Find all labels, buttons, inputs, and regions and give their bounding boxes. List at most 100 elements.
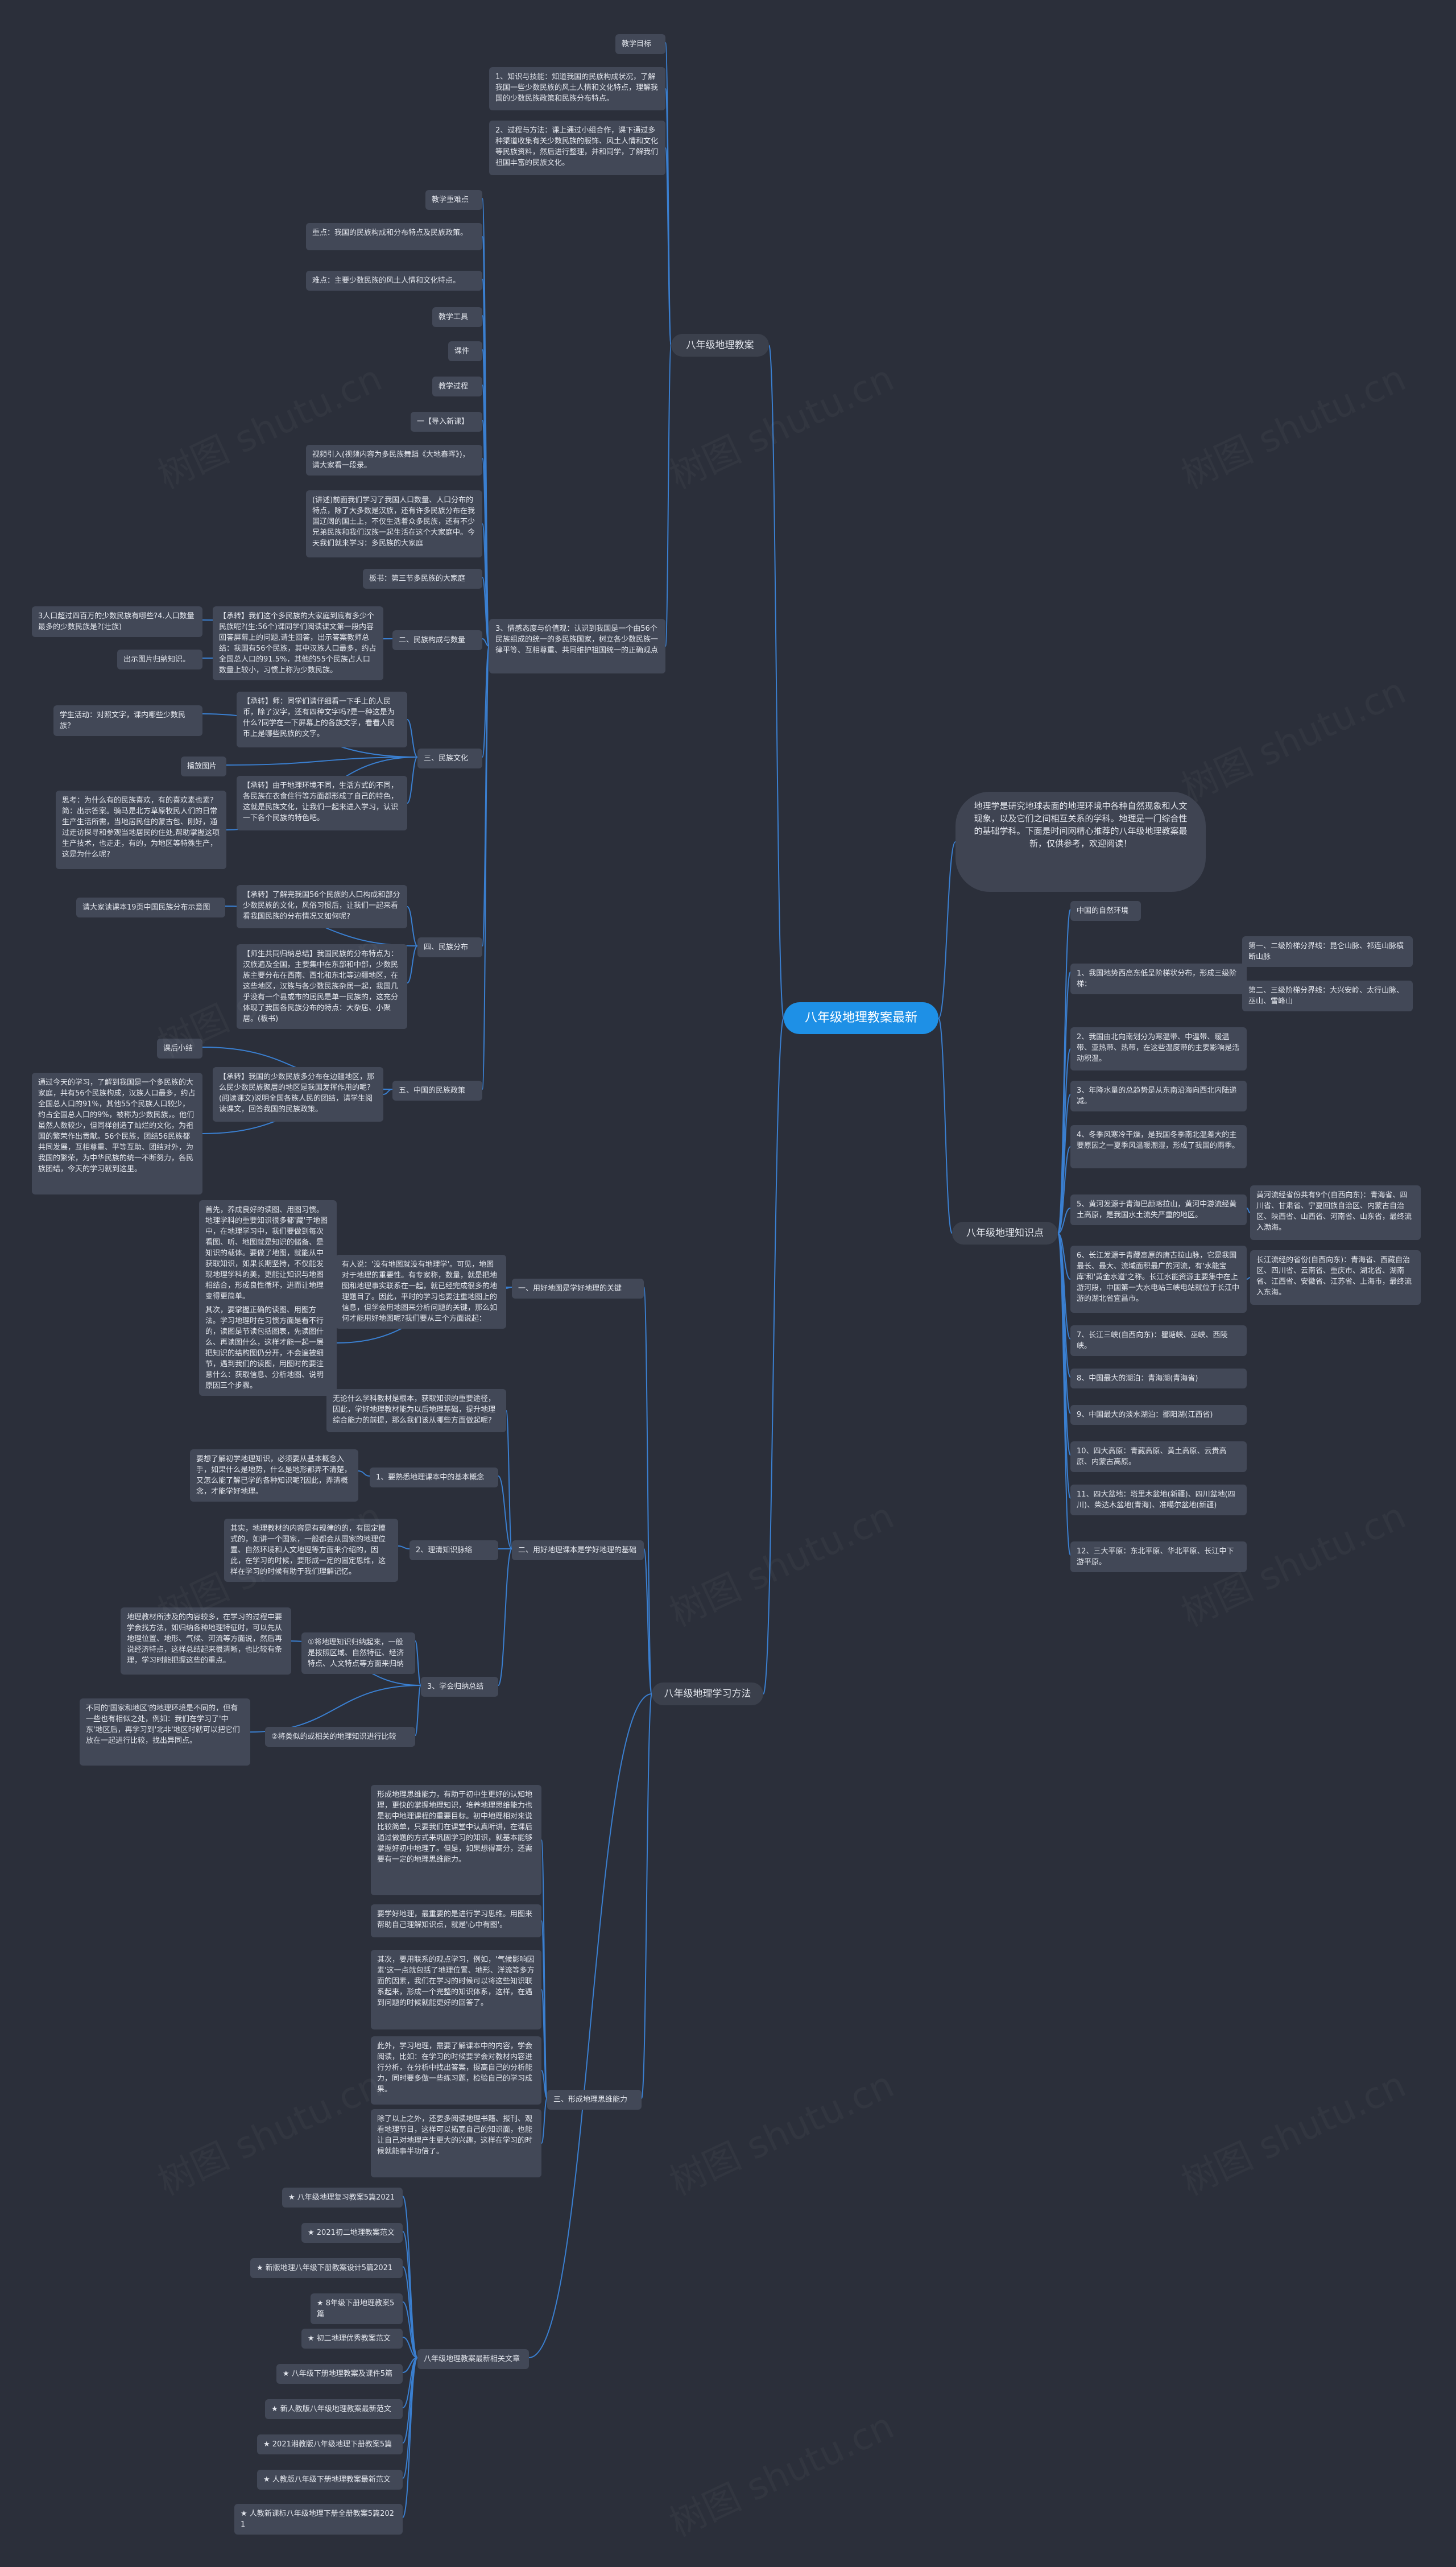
connector-line xyxy=(506,1410,512,1549)
topic-node[interactable]: ★ 新人教版八年级地理教案最新范文 xyxy=(265,2399,403,2419)
topic-node[interactable]: 无论什么学科教材是根本，获取知识的重要途径，因此，学好地理教材能为以后地理基础，… xyxy=(326,1389,506,1432)
connector-line xyxy=(402,2266,418,2358)
topic-node[interactable]: 【承转】师：同学们请仔细看一下手上的人民币，除了汉字，还有四种文字吗?是一种这是… xyxy=(237,692,407,747)
topic-node[interactable]: 2、理清知识脉络 xyxy=(410,1540,498,1560)
topic-node[interactable]: ★ 2021初二地理教案范文 xyxy=(301,2223,403,2243)
topic-node[interactable]: 2、我国由北向南划分为寒温带、中温带、暖温带、亚热带、热带，在这些温度带的主要影… xyxy=(1070,1027,1247,1070)
topic-node[interactable]: 三、形成地理思维能力 xyxy=(547,2090,642,2110)
topic-node[interactable]: 除了以上之外，还要多阅读地理书籍、报刊、观看地理节目，这样可以拓宽自己的知识面，… xyxy=(371,2109,541,2177)
topic-node[interactable]: 3、学会归纳总结 xyxy=(421,1677,498,1697)
topic-node[interactable]: 第二、三级阶梯分界线：大兴安岭、太行山脉、巫山、雪峰山 xyxy=(1242,981,1413,1011)
connector-line xyxy=(528,1693,652,2358)
topic-node[interactable]: 要想了解初学地理知识，必须要从基本概念入手，如果什么是地势，什么是地形都弄不清楚… xyxy=(190,1449,358,1502)
topic-node[interactable]: 12、三大平原：东北平原、华北平原、长江中下游平原。 xyxy=(1070,1541,1247,1572)
topic-node[interactable]: ★ 人教版八年级下册地理教案最新范文 xyxy=(257,2470,403,2490)
topic-node[interactable]: ①将地理知识归纳起来，一般是按照区域、自然特征、经济特点、人文特点等方面来归纳 xyxy=(301,1632,415,1674)
topic-node[interactable]: 请大家读课本19页中国民族分布示意图 xyxy=(76,898,225,917)
topic-node[interactable]: ★ 2021湘教版八年级地理下册教案5篇 xyxy=(257,2434,403,2454)
topic-node[interactable]: 板书：第三节多民族的大家庭 xyxy=(363,569,482,589)
topic-node[interactable]: 难点：主要少数民族的风土人情和文化特点。 xyxy=(306,271,482,291)
topic-node[interactable]: 【师生共同归纳总结】我国民族的分布特点为：汉族遍及全国，主要集中在东部和中部，少… xyxy=(237,944,407,1029)
topic-node[interactable]: 五、中国的民族政策 xyxy=(392,1081,482,1101)
topic-node[interactable]: ★ 八年级下册地理教案及课件5篇 xyxy=(276,2364,403,2384)
topic-node[interactable]: 长江流经的省份(自西向东)：青海省、西藏自治区、四川省、云南省、重庆市、湖北省、… xyxy=(1250,1250,1421,1305)
topic-node[interactable]: 形成地理思维能力，有助于初中生更好的认知地理，更快的掌握地理知识，培养地理思维能… xyxy=(371,1785,541,1895)
topic-node[interactable]: 通过今天的学习，了解到我国是一个多民族的大家庭，共有56个民族构成，汉族人口最多… xyxy=(32,1073,202,1194)
connector-line xyxy=(1246,1208,1251,1213)
topic-node[interactable]: 4、冬季风寒冷干燥，是我国冬季南北温差大的主要原因之一夏季风温暖潮湿，形成了我国… xyxy=(1070,1125,1247,1168)
topic-node[interactable]: 不同的'国家和地区'的地理环境是不同的，但有一些也有相似之处，例如：我们在学习了… xyxy=(80,1698,250,1766)
topic-node[interactable]: 3、情感态度与价值观：认识到我国是一个由56个民族组成的统一的多民族国家，树立各… xyxy=(489,619,665,673)
topic-node[interactable]: 三、民族文化 xyxy=(417,749,482,768)
root-topic[interactable]: 八年级地理教案最新 xyxy=(784,1002,938,1034)
connector-line xyxy=(938,1018,953,1234)
topic-node[interactable]: 八年级地理教案最新相关文章 xyxy=(417,2349,529,2369)
topic-node[interactable]: ★ 8年级下册地理教案5篇 xyxy=(311,2293,403,2324)
topic-node[interactable]: ②将类似的或相关的地理知识进行比较 xyxy=(265,1727,415,1747)
topic-node[interactable]: 1、我国地势西高东低呈阶梯状分布，形成三级阶梯： xyxy=(1070,964,1247,994)
topic-node[interactable]: 教学过程 xyxy=(432,377,482,396)
topic-node[interactable]: 视频引入(视频内容为多民族舞蹈《大地春晖》)，请大家看一段录。 xyxy=(306,445,482,476)
topic-node[interactable]: 黄河流经省份共有9个(自西向东)：青海省、四川省、甘肃省、宁夏回族自治区、内蒙古… xyxy=(1250,1185,1421,1240)
topic-node[interactable]: 思考：为什么有的民族喜欢，有的喜欢素也素?简：出示答案。骑马是北方草原牧民人们的… xyxy=(56,791,226,869)
topic-node[interactable]: 教学工具 xyxy=(432,307,482,327)
topic-node[interactable]: 一【导入新课】 xyxy=(411,412,482,432)
topic-node[interactable]: 课件 xyxy=(448,341,482,361)
topic-node[interactable]: 3人口超过四百万的少数民族有哪些?4.人口数量最多的少数民族是?(壮族) xyxy=(32,606,202,637)
topic-node[interactable]: 8、中国最大的湖泊：青海湖(青海省) xyxy=(1070,1369,1247,1388)
topic-node[interactable]: 第一、二级阶梯分界线：昆仑山脉、祁连山脉横断山脉 xyxy=(1242,936,1413,967)
topic-node[interactable]: 9、中国最大的淡水湖泊：鄱阳湖(江西省) xyxy=(1070,1405,1247,1425)
topic-node[interactable]: 播放图片 xyxy=(181,757,226,776)
topic-node[interactable]: 有人说：'没有地图就没有地理学'。可见，地图对于地理的重要性。有专家称，数量，就… xyxy=(336,1255,506,1329)
connector-line xyxy=(1057,1233,1071,1556)
topic-node[interactable]: 此外，学习地理，需要了解课本中的内容，学会阅读，比如：在学习的时候要学会对教材内… xyxy=(371,2036,541,2105)
topic-node[interactable]: ★ 初二地理优秀教案范文 xyxy=(301,2329,403,2349)
topic-node[interactable]: 要学好地理，最重要的是进行学习思维。用图来帮助自己理解知识点，就是'心中有图'。 xyxy=(371,1904,541,1937)
connector-line xyxy=(482,638,490,647)
topic-node[interactable]: 10、四大高原：青藏高原、黄土高原、云贵高原、内蒙古高原。 xyxy=(1070,1441,1247,1472)
topic-node[interactable]: 11、四大盆地：塔里木盆地(新疆)、四川盆地(四川)、柴达木盆地(青海)、准噶尔… xyxy=(1070,1485,1247,1515)
topic-node[interactable]: 3、年降水量的总趋势是从东南沿海向西北内陆递减。 xyxy=(1070,1081,1247,1111)
connector-line xyxy=(407,906,418,946)
topic-node[interactable]: 教学重难点 xyxy=(425,190,482,210)
topic-node[interactable]: ★ 新版地理八年级下册教案设计5篇2021 xyxy=(250,2258,403,2278)
topic-node[interactable]: 5、黄河发源于青海巴颜喀拉山，黄河中游流经黄土高原，是我国水土流失严重的地区。 xyxy=(1070,1194,1247,1225)
topic-node[interactable]: 二、民族构成与数量 xyxy=(392,630,482,650)
connector-line xyxy=(1057,1233,1071,1280)
topic-node[interactable]: 【承转】了解完我国56个民族的人口构成和部分少数民族的文化，风俗习惯后，让我们一… xyxy=(237,885,407,928)
connector-line xyxy=(402,2301,418,2358)
topic-node[interactable]: 重点：我国的民族构成和分布特点及民族政策。 xyxy=(306,223,482,250)
topic-node[interactable]: 二、用好地理课本是学好地理的基础 xyxy=(512,1540,644,1560)
topic-node[interactable]: 学生活动：对照文字，课内哪些少数民族？ xyxy=(53,705,202,736)
topic-node[interactable]: 1、知识与技能：知道我国的民族构成状况，了解我国一些少数民族的风土人情和文化特点… xyxy=(489,67,665,110)
branch-topic[interactable]: 八年级地理学习方法 xyxy=(652,1683,763,1705)
topic-node[interactable]: 四、民族分布 xyxy=(417,937,482,957)
topic-node[interactable]: 7、长江三峡(自西向东)：瞿塘峡、巫峡、西陵峡。 xyxy=(1070,1325,1247,1356)
connector-line xyxy=(383,1089,393,1095)
topic-node[interactable]: 【承转】由于地理环境不同，生活方式的不同，各民族在衣食住行等方面都形成了自己的特… xyxy=(237,776,407,830)
intro-bubble[interactable]: 地理学是研究地球表面的地理环境中各种自然现象和人文现象，以及它们之间相互关系的学… xyxy=(956,792,1206,892)
topic-node[interactable]: 教学目标 xyxy=(615,34,665,54)
topic-node[interactable]: 【承转】我国的少数民族多分布在边疆地区，那么民少数民族聚居的地区是我国发挥作用的… xyxy=(213,1067,383,1122)
connector-line xyxy=(498,1475,512,1549)
topic-node[interactable]: ★ 八年级地理复习教案5篇2021 xyxy=(282,2188,403,2208)
topic-node[interactable]: 其次，要掌握正确的读图、用图方法。学习地理时在习惯方面是看不行的，读图是节读包括… xyxy=(199,1300,337,1396)
topic-node[interactable]: 中国的自然环境 xyxy=(1070,901,1141,921)
connector-line xyxy=(407,945,418,983)
topic-node[interactable]: 其实，地理教材的内容是有规律的的，有固定模式的，如讲一个国家，一般都会从国家的地… xyxy=(224,1519,398,1582)
topic-node[interactable]: 6、长江发源于青藏高原的唐古拉山脉，它是我国最长、最大、流域面积最广的河流，有'… xyxy=(1070,1246,1247,1313)
topic-node[interactable]: 地理教材所涉及的内容较多，在学习的过程中要学会找方法，如归纳各种地理特征时，可以… xyxy=(121,1607,291,1675)
connector-line xyxy=(226,757,418,766)
topic-node[interactable]: 2、过程与方法：课上通过小组合作，课下通过多种渠道收集有关少数民族的服饰、风土人… xyxy=(489,121,665,175)
topic-node[interactable]: 1、要熟悉地理课本中的基本概念 xyxy=(370,1468,498,1487)
connector-line xyxy=(1057,1146,1071,1234)
topic-node[interactable]: ★ 人教新课标八年级地理下册全册教案5篇2021 xyxy=(234,2504,403,2535)
topic-node[interactable]: 出示图片归纳知识。 xyxy=(117,650,202,669)
topic-node[interactable]: 其次，要用联系的观点学习，例如，'气候影响因素'这一点就包括了地理位置、地形、洋… xyxy=(371,1950,541,2029)
topic-node[interactable]: (讲述)前面我们学习了我国人口数量、人口分布的特点，除了大多数是汉族，还有许多民… xyxy=(306,490,482,557)
topic-node[interactable]: 课后小结 xyxy=(157,1039,202,1059)
branch-topic[interactable]: 八年级地理知识点 xyxy=(952,1222,1058,1245)
branch-topic[interactable]: 八年级地理教案 xyxy=(671,334,769,357)
topic-node[interactable]: 【承转】我们这个多民族的大家庭到底有多少个民族呢?(生:56个)课同学们阅读课文… xyxy=(213,606,383,680)
topic-node[interactable]: 一、用好地图是学好地理的关键 xyxy=(512,1279,644,1299)
